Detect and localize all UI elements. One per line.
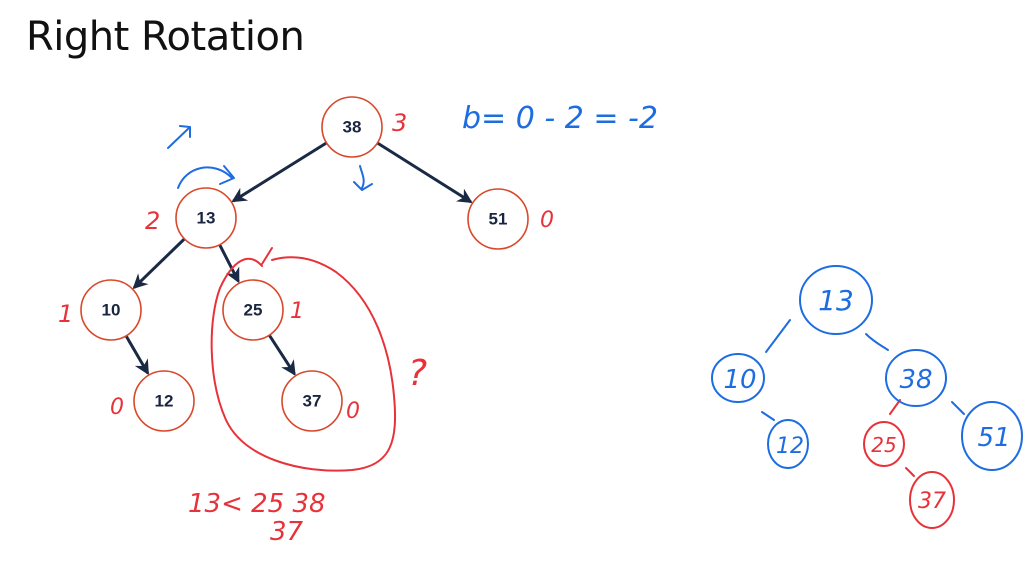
balance-51: 0 [540, 208, 554, 233]
tree-node-label: 13 [197, 209, 216, 228]
sketch-node-38 [885, 349, 947, 407]
tree-node-circle [222, 279, 284, 341]
tree-node-circle [175, 187, 237, 249]
sketch-edge-13-38 [865, 333, 889, 351]
tree-node-circle [80, 279, 142, 341]
rotated-tree-sketch: 13 10 38 12 25 51 37 [711, 265, 1023, 529]
balance-37: 0 [346, 399, 360, 424]
sketch-edge-25-37 [905, 467, 915, 477]
tree-node-10: 10 [80, 279, 142, 341]
tree-node-label: 51 [489, 210, 508, 229]
tree-node-circle [467, 188, 529, 250]
sketch-node-10 [711, 353, 765, 403]
down-hint-arrow-icon [353, 165, 373, 191]
rotation-curve-arrow-icon [177, 165, 235, 189]
tree-node-label: 25 [244, 301, 263, 320]
balance-formula: b= 0 - 2 = -2 [462, 101, 658, 136]
subtree-loop-tick [261, 247, 273, 265]
sketch-edge-13-10 [765, 319, 791, 353]
tree-edge-38-51 [375, 141, 473, 204]
tree-node-37: 37 [281, 370, 343, 432]
sketch-node-51 [961, 401, 1023, 471]
tree-node-38: 38 [321, 96, 383, 158]
sketch-label-25: 25 [871, 433, 896, 457]
sketch-node-13 [799, 265, 873, 335]
balance-factor-annotations: 3 2 0 1 1 0 0 [58, 109, 554, 424]
tree-node-circle [321, 96, 383, 158]
tree-node-label: 10 [102, 301, 121, 320]
rotation-hint-arrow-icon [167, 125, 191, 149]
balance-38: 3 [392, 109, 407, 137]
sketch-node-37 [909, 471, 955, 529]
sketch-label-51: 51 [977, 423, 1010, 453]
tree-node-label: 37 [303, 392, 322, 411]
subtree-highlight-loop [210, 256, 397, 472]
sketch-label-13: 13 [818, 284, 854, 317]
balance-12: 0 [110, 395, 124, 420]
tree-edge-13-10 [132, 237, 186, 290]
tree-node-circle [281, 370, 343, 432]
tree-node-25: 25 [222, 279, 284, 341]
sketch-edge-10-12 [761, 411, 775, 421]
sketch-label-37: 37 [918, 489, 946, 514]
sketch-node-25 [863, 421, 905, 467]
balance-13: 2 [145, 207, 160, 235]
ordering-note-line2: 37 [270, 517, 304, 547]
sketch-node-12 [767, 419, 809, 469]
tree-node-12: 12 [133, 370, 195, 432]
sketch-label-12: 12 [776, 434, 804, 459]
tree-edge-38-13 [231, 141, 329, 203]
sketch-edge-38-51 [951, 401, 965, 415]
tree-node-label: 12 [155, 392, 174, 411]
slide-title: Right Rotation [26, 14, 305, 60]
sketch-label-38: 38 [899, 365, 932, 395]
ordering-note-line1: 13< 25 38 [188, 489, 326, 519]
tree-node-13: 13 [175, 187, 237, 249]
tree-node-label: 38 [343, 118, 362, 137]
balance-10: 1 [58, 300, 73, 328]
tree-edge-25-37 [267, 333, 296, 376]
tree-edge-10-12 [124, 334, 149, 376]
tree-edges [124, 141, 473, 376]
sketch-edge-38-25 [889, 399, 901, 415]
tree-node-51: 51 [467, 188, 529, 250]
tree-edge-13-25 [218, 243, 240, 284]
sketch-label-10: 10 [723, 365, 756, 395]
balance-25: 1 [290, 299, 304, 324]
question-mark: ? [408, 353, 427, 394]
tree-node-circle [133, 370, 195, 432]
